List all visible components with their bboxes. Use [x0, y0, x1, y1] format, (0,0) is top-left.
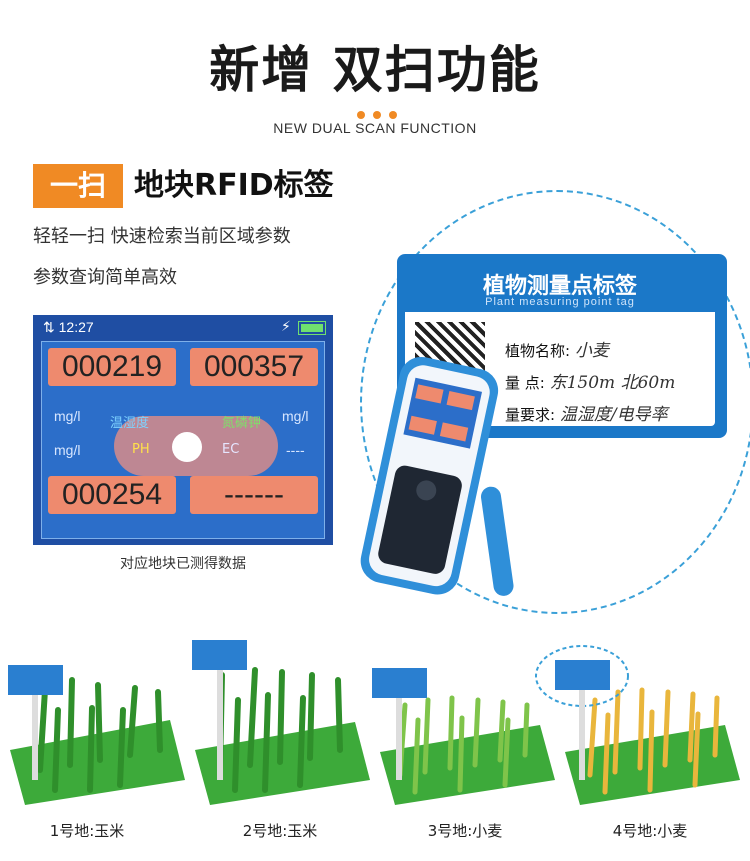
wheat-plants [397, 695, 530, 795]
field-tag-icon [372, 668, 427, 698]
scanner-cell [439, 422, 469, 442]
zoom-dashed-circle [360, 190, 750, 614]
signal-icon: ⇅ [43, 319, 55, 335]
status-time: 12:27 [58, 319, 94, 335]
value-cell-4: ------ [190, 476, 318, 514]
oval-label-humidity: 温湿度 [110, 416, 150, 431]
field-ground [380, 725, 555, 805]
tag-subtitle: Plant measuring point tag [485, 296, 635, 308]
tag-highlight-circle [535, 645, 629, 707]
tag-label-req: 量要求: [505, 406, 556, 424]
wheat-plants [587, 687, 720, 795]
page-subtitle: NEW DUAL SCAN FUNCTION [273, 120, 477, 136]
oval-label-ec: EC [222, 442, 240, 457]
value-cell-2: 000357 [190, 348, 318, 386]
tag-label-point: 量 点: [505, 374, 545, 392]
tag-inner: 植物测量点标签 Plant measuring point tag 植物名称: … [405, 262, 715, 426]
battery-icon [298, 321, 326, 335]
section-desc-line1: 轻轻一扫 快速检索当前区域参数 [33, 226, 291, 247]
fields-illustration [8, 640, 740, 805]
unit-label: mg/l [54, 408, 81, 424]
scanner-handle [480, 486, 514, 596]
section-title: 地块RFID标签 [134, 168, 334, 203]
scanner-cell [446, 391, 475, 411]
screen-panel: 000219 000357 000254 ------ mg/l mg/l mg… [41, 341, 325, 539]
tag-value-point: 东150m 北60m [549, 373, 676, 393]
corn-plants [37, 677, 163, 793]
oval-label-npk: 氮磷钾 [222, 416, 262, 431]
field-label-2: 2号地:玉米 [242, 822, 318, 840]
screen-caption: 对应地块已测得数据 [120, 556, 246, 572]
field-label-4: 4号地:小麦 [612, 822, 688, 840]
status-bar: ⇅ 12:27 [43, 319, 94, 336]
device-screen: ⇅ 12:27 ⚡ 000219 000357 000254 ------ mg… [33, 315, 333, 545]
scanner-cell [408, 415, 437, 435]
section-desc-line2: 参数查询简单高效 [33, 267, 177, 288]
tag-label-name: 植物名称: [505, 342, 571, 360]
oval-label-ph: PH [132, 442, 150, 457]
usb-icon: ⚡ [281, 319, 291, 335]
page-title: 新增 双扫功能 [209, 41, 541, 99]
tag-header: 植物测量点标签 Plant measuring point tag [405, 262, 715, 312]
unit-label: mg/l [54, 442, 81, 458]
tag-value-req: 温湿度/电导率 [559, 405, 668, 425]
tag-title: 植物测量点标签 [482, 274, 637, 299]
field-tag-icon [8, 665, 63, 695]
scanner-dpad [416, 480, 437, 501]
scanner-cell [415, 384, 444, 404]
value-cell-1: 000219 [48, 348, 176, 386]
plant-tag-card: 植物测量点标签 Plant measuring point tag 植物名称: … [397, 254, 727, 438]
scanner-keypad [378, 465, 462, 574]
value-cell-3: 000254 [48, 476, 176, 514]
field-tag-icon [555, 660, 610, 690]
title-dots [353, 104, 403, 119]
unit-label: mg/l [282, 408, 309, 424]
unit-label: ---- [286, 442, 305, 458]
field-label-3: 3号地:小麦 [427, 822, 503, 840]
field-label-1: 1号地:玉米 [49, 822, 125, 840]
field-tag-icon [192, 640, 247, 670]
section-badge: 一扫 [33, 164, 123, 208]
sensor-icon [172, 432, 202, 462]
handheld-scanner [360, 356, 514, 596]
tag-value-name: 小麦 [574, 341, 609, 361]
